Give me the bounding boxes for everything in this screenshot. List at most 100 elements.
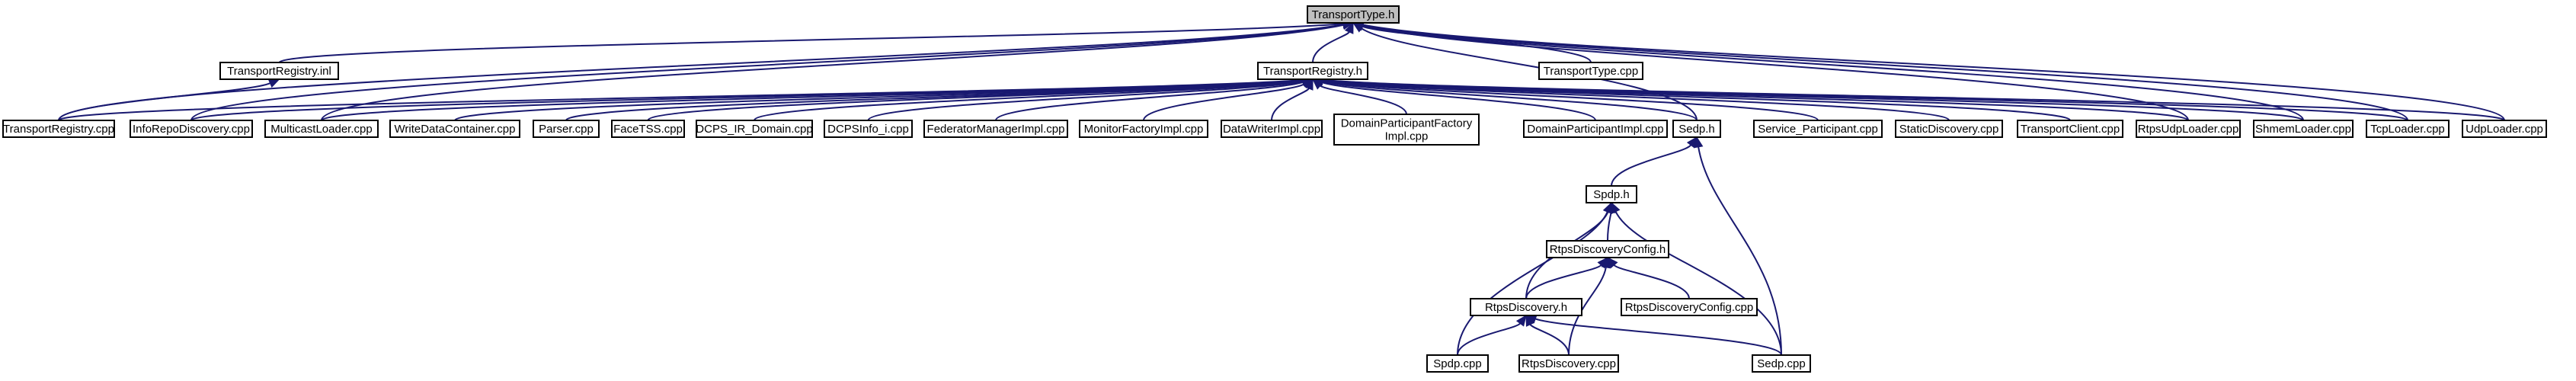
node-box <box>1752 354 1811 373</box>
node-label: TransportType.h <box>1312 8 1395 21</box>
node-spdp_cpp[interactable]: Spdp.cpp <box>1426 354 1489 373</box>
edge-rtpsudploader_cpp-to-transporttype_h <box>1352 21 2189 121</box>
edge-line <box>995 81 1304 121</box>
node-transportclient_cpp[interactable]: TransportClient.cpp <box>2017 120 2123 138</box>
node-dcpsinfo_i_cpp[interactable]: DCPSInfo_i.cpp <box>824 120 913 138</box>
node-federatormanagerimpl_cpp[interactable]: FederatorManagerImpl.cpp <box>923 120 1068 138</box>
node-udploader_cpp[interactable]: UdpLoader.cpp <box>2462 120 2547 138</box>
edge-datawriterimpl_cpp-to-transportregistry_h <box>1271 78 1314 121</box>
node-label: InfoRepoDiscovery.cpp <box>133 123 250 136</box>
node-transportregistry_cpp[interactable]: TransportRegistry.cpp <box>2 120 115 138</box>
node-transportregistry_h[interactable]: TransportRegistry.h <box>1257 62 1368 80</box>
node-label: MonitorFactoryImpl.cpp <box>1084 123 1204 136</box>
edge-line <box>1362 24 2408 121</box>
node-box <box>1221 120 1323 138</box>
edge-line <box>58 82 270 121</box>
edge-line <box>1525 264 1602 299</box>
node-rtpsdiscovery_h[interactable]: RtpsDiscovery.h <box>1470 298 1582 316</box>
node-writedatacontainer_cpp[interactable]: WriteDataContainer.cpp <box>389 120 520 138</box>
edge-rtpsdiscovery_h-to-rtpsdiscoveryconfig_h <box>1525 257 1608 299</box>
node-domainparticipantimpl_cpp[interactable]: DomainParticipantImpl.cpp <box>1523 120 1668 138</box>
node-multicastloader_cpp[interactable]: MulticastLoader.cpp <box>264 120 379 138</box>
edge-line <box>754 80 1304 121</box>
node-rtpsdiscoveryconfig_h[interactable]: RtpsDiscoveryConfig.h <box>1546 240 1669 258</box>
node-box <box>824 120 913 138</box>
node-parser_cpp[interactable]: Parser.cpp <box>533 120 600 138</box>
node-inforepodiscovery_cpp[interactable]: InfoRepoDiscovery.cpp <box>130 120 253 138</box>
node-box <box>1470 298 1582 316</box>
node-box <box>264 120 379 138</box>
node-box <box>1079 120 1208 138</box>
edge-line <box>1607 212 1612 242</box>
node-label: RtpsDiscoveryConfig.cpp <box>1625 301 1753 314</box>
node-box <box>1546 240 1669 258</box>
node-box <box>1257 62 1368 80</box>
edge-line <box>1321 82 1596 121</box>
node-label: Parser.cpp <box>539 123 594 136</box>
node-transporttype_h[interactable]: TransportType.h <box>1307 5 1400 24</box>
node-label: TransportRegistry.inl <box>227 65 331 78</box>
node-rtpsudploader_cpp[interactable]: RtpsUdpLoader.cpp <box>2136 120 2241 138</box>
node-box <box>696 120 813 138</box>
node-sedp_cpp[interactable]: Sedp.cpp <box>1752 354 1811 373</box>
node-box <box>2017 120 2123 138</box>
node-box <box>1753 120 1883 138</box>
node-label: TransportClient.cpp <box>2021 123 2120 136</box>
arrowhead-icon <box>1304 78 1314 91</box>
node-label: DCPSInfo_i.cpp <box>827 123 909 136</box>
edge-multicastloader_cpp-to-transporttype_h <box>321 20 1355 121</box>
edge-sedp_cpp-to-rtpsdiscovery_h <box>1525 314 1782 356</box>
node-spdp_h[interactable]: Spdp.h <box>1586 185 1637 203</box>
node-label: UdpLoader.cpp <box>2466 123 2543 136</box>
node-label: Spdp.h <box>1593 188 1630 201</box>
edge-transportregistry_h-to-transporttype_h <box>1312 21 1354 63</box>
arrowhead-icon <box>1515 314 1527 327</box>
node-shmemloader_cpp[interactable]: ShmemLoader.cpp <box>2253 120 2354 138</box>
node-box <box>2136 120 2241 138</box>
node-label: DataWriterImpl.cpp <box>1223 123 1320 136</box>
node-box <box>1518 354 1619 373</box>
edge-line <box>1322 79 2505 121</box>
node-box <box>533 120 600 138</box>
node-staticdiscovery_cpp[interactable]: StaticDiscovery.cpp <box>1895 120 2003 138</box>
edge-line <box>321 24 1344 121</box>
node-datawriterimpl_cpp[interactable]: DataWriterImpl.cpp <box>1221 120 1323 138</box>
edge-line <box>1457 211 1608 356</box>
node-transportregistry_inl[interactable]: TransportRegistry.inl <box>219 62 339 80</box>
node-rtpsdiscoveryconfig_cpp[interactable]: RtpsDiscoveryConfig.cpp <box>1621 298 1758 316</box>
node-label: RtpsDiscoveryConfig.h <box>1550 243 1666 256</box>
node-tcploader_cpp[interactable]: TcpLoader.cpp <box>2366 120 2450 138</box>
node-transporttype_cpp[interactable]: TransportType.cpp <box>1538 62 1643 80</box>
node-dcps_ir_domain_cpp[interactable]: DCPS_IR_Domain.cpp <box>696 120 813 138</box>
node-sedp_h[interactable]: Sedp.h <box>1672 120 1721 138</box>
node-box <box>1586 185 1637 203</box>
node-box <box>389 120 520 138</box>
edge-line <box>647 79 1304 121</box>
edge-sedp_cpp-to-sedp_h <box>1694 136 1782 356</box>
edge-line <box>1322 80 1819 121</box>
edges-layer <box>58 18 2505 356</box>
node-label: Spdp.cpp <box>1433 357 1481 370</box>
node-rtpsdiscovery_cpp[interactable]: RtpsDiscovery.cpp <box>1518 354 1619 373</box>
node-box <box>923 120 1068 138</box>
edge-spdp_cpp-to-rtpsdiscovery_h <box>1457 314 1527 356</box>
arrowhead-icon <box>267 78 280 88</box>
arrowhead-icon <box>1602 201 1612 214</box>
node-facetss_cpp[interactable]: FaceTSS.cpp <box>611 120 685 138</box>
node-box <box>1426 354 1489 373</box>
node-box <box>2462 120 2547 138</box>
edge-line <box>278 23 1344 63</box>
node-monitorfactoryimpl_cpp[interactable]: MonitorFactoryImpl.cpp <box>1079 120 1208 138</box>
node-label: RtpsDiscovery.h <box>1485 301 1567 314</box>
node-box <box>219 62 339 80</box>
arrowhead-icon <box>1611 201 1621 214</box>
node-box <box>611 120 685 138</box>
node-label: FederatorManagerImpl.cpp <box>927 123 1065 136</box>
node-service_participant_cpp[interactable]: Service_Participant.cpp <box>1753 120 1883 138</box>
node-label: DomainParticipantFactory <box>1341 117 1473 130</box>
node-box <box>2 120 115 138</box>
node-label: DCPS_IR_Domain.cpp <box>696 123 812 136</box>
